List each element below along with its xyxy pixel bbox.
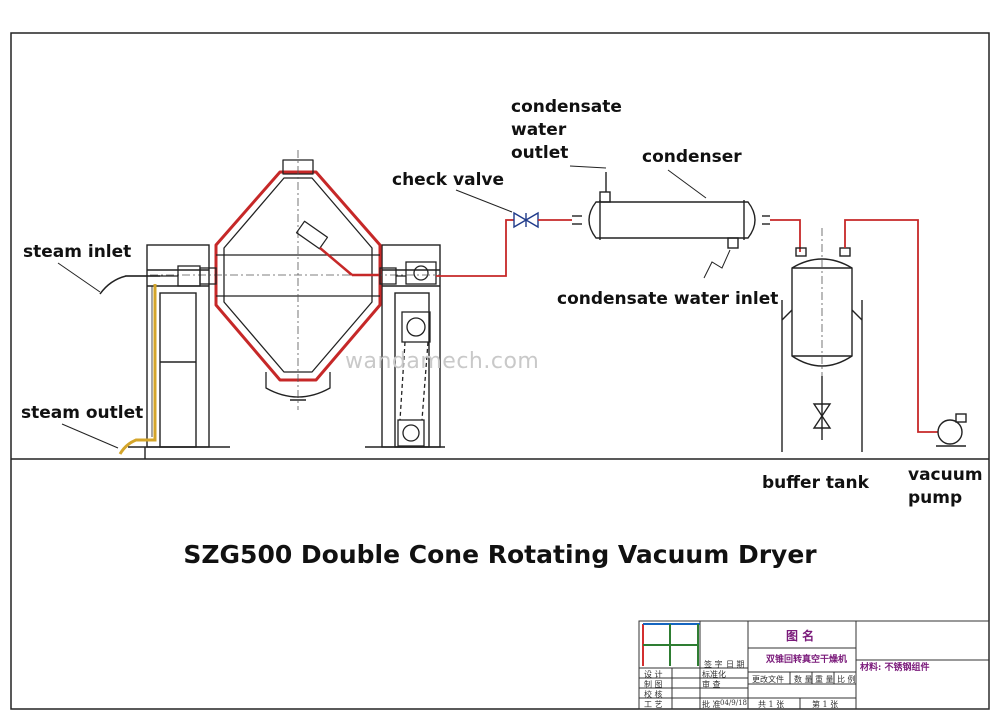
vacuum-line-to-tank: [770, 219, 801, 252]
tb-check: 校 核: [644, 690, 663, 699]
double-cone-vessel: [150, 150, 440, 410]
tb-review: 审 查: [702, 680, 721, 689]
drawing-title: SZG500 Double Cone Rotating Vacuum Dryer: [183, 540, 817, 569]
label-condensate-water-outlet-line1: condensate: [511, 97, 622, 117]
label-condenser: condenser: [642, 147, 742, 167]
label-condensate-water-outlet-line3: outlet: [511, 143, 569, 163]
tb-material: 材料: 不锈钢组件: [860, 663, 930, 673]
label-vacuum-pump-line2: pump: [908, 488, 963, 508]
label-steam-inlet: steam inlet: [23, 242, 132, 262]
check-valve-symbol: [513, 211, 539, 229]
tb-date: 日 期: [726, 660, 745, 669]
tb-drawing-name: 双锥回转真空干燥机: [766, 655, 848, 665]
label-buffer-tank: buffer tank: [762, 473, 869, 493]
tb-sign: 签 字: [704, 660, 723, 669]
label-condensate-water-inlet: condensate water inlet: [557, 289, 779, 309]
vacuum-line-to-pump: [844, 219, 938, 433]
steam-outlet-pipe: [118, 284, 157, 455]
tb-standard: 标准化: [702, 670, 726, 679]
watermark: wandamech.com: [345, 349, 540, 374]
leader-lines: [57, 165, 731, 449]
drawing-border: [10, 32, 990, 710]
tb-total-sheets: 共 1 张: [758, 700, 785, 709]
label-check-valve: check valve: [392, 170, 505, 190]
tb-drawing-name-header: 图 名: [786, 629, 815, 643]
tb-process: 工 艺: [644, 700, 663, 709]
label-steam-outlet: steam outlet: [21, 403, 144, 423]
dryer-left-frame: [128, 244, 230, 459]
tb-approve: 批 准: [702, 700, 721, 709]
label-vacuum-pump-line1: vacuum: [908, 465, 983, 485]
tb-draw: 制 图: [644, 680, 663, 689]
vacuum-pump-shape: [936, 413, 967, 447]
tb-doc: 更改文件: [752, 675, 784, 684]
title-block-grid: [638, 620, 990, 710]
title-block-logo: [642, 623, 700, 666]
tb-design: 设 计: [644, 670, 663, 679]
dryer-right-frame: [365, 244, 445, 448]
tb-sheet-no: 第 1 张: [812, 700, 839, 709]
tb-date-value: 04/9/18: [720, 699, 747, 707]
steam-inlet-pipe: [99, 275, 160, 295]
tb-qty: 数 量: [794, 675, 813, 684]
condenser: [572, 172, 770, 249]
tb-scale: 比 例: [837, 675, 856, 684]
tb-weight: 重 量: [815, 675, 834, 684]
drive-motor: [397, 261, 437, 447]
label-condensate-water-outlet-line2: water: [511, 120, 567, 140]
vacuum-line-to-valve: [436, 219, 514, 277]
buffer-tank-shape: [781, 228, 863, 452]
